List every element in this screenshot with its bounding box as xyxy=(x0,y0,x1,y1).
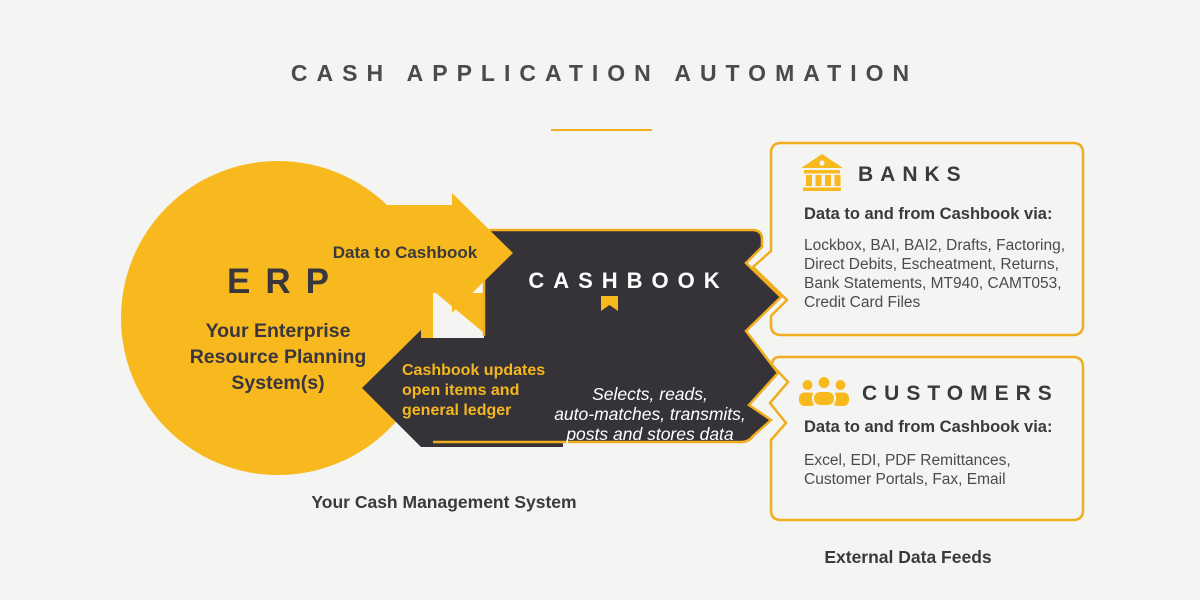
flow-from-line: general ledger xyxy=(402,402,512,419)
cashbook-desc-line: posts and stores data xyxy=(566,424,734,444)
banks-box xyxy=(751,141,1085,337)
cashbook-desc-line: Selects, reads, xyxy=(592,384,708,404)
customers-heading: CUSTOMERS xyxy=(862,382,1059,405)
banks-item-line: Credit Card Files xyxy=(804,294,921,311)
external-feeds-caption: External Data Feeds xyxy=(824,547,992,567)
cashbook-box xyxy=(484,230,781,442)
banks-heading: BANKS xyxy=(858,163,968,186)
customers-icon xyxy=(799,376,849,406)
cash-management-caption: Your Cash Management System xyxy=(311,492,577,512)
customers-subheading: Data to and from Cashbook via: xyxy=(804,418,1053,436)
banks-subheading: Data to and from Cashbook via: xyxy=(804,205,1053,223)
cashbook-description: Selects, reads, auto-matches, transmits,… xyxy=(520,384,780,444)
banks-item-line: Lockbox, BAI, BAI2, Drafts, Factoring, xyxy=(804,237,1066,254)
customers-items: Excel, EDI, PDF Remittances, Customer Po… xyxy=(804,451,1011,489)
banks-item-line: Direct Debits, Escheatment, Returns, xyxy=(804,256,1059,273)
cashbook-heading: CASHBOOK xyxy=(528,268,729,293)
title-divider xyxy=(551,129,652,131)
flow-from-line: Cashbook updates xyxy=(402,362,546,379)
customers-item-line: Excel, EDI, PDF Remittances, xyxy=(804,452,1011,469)
bank-icon xyxy=(801,154,843,191)
erp-sub-line: System(s) xyxy=(231,372,325,394)
erp-to-cashbook-arrow xyxy=(340,193,513,313)
bookmark-icon xyxy=(601,296,618,311)
erp-sub-line: Your Enterprise xyxy=(205,320,351,342)
page-title: CASH APPLICATION AUTOMATION xyxy=(290,60,919,86)
erp-heading: ERP xyxy=(227,262,344,301)
flow-from-line: open items and xyxy=(402,382,520,399)
banks-item-line: Bank Statements, MT940, CAMT053, xyxy=(804,275,1062,292)
flow-label-to-cashbook: Data to Cashbook xyxy=(332,243,478,262)
erp-sub-line: Resource Planning xyxy=(189,346,367,368)
customers-item-line: Customer Portals, Fax, Email xyxy=(804,471,1006,488)
arrow-junction-wedge xyxy=(436,293,484,333)
cashbook-desc-line: auto-matches, transmits, xyxy=(554,404,746,424)
banks-items: Lockbox, BAI, BAI2, Drafts, Factoring, D… xyxy=(804,236,1065,312)
erp-subheading: Your Enterprise Resource Planning System… xyxy=(128,318,428,396)
flow-label-from-cashbook: Cashbook updates open items and general … xyxy=(402,361,572,421)
